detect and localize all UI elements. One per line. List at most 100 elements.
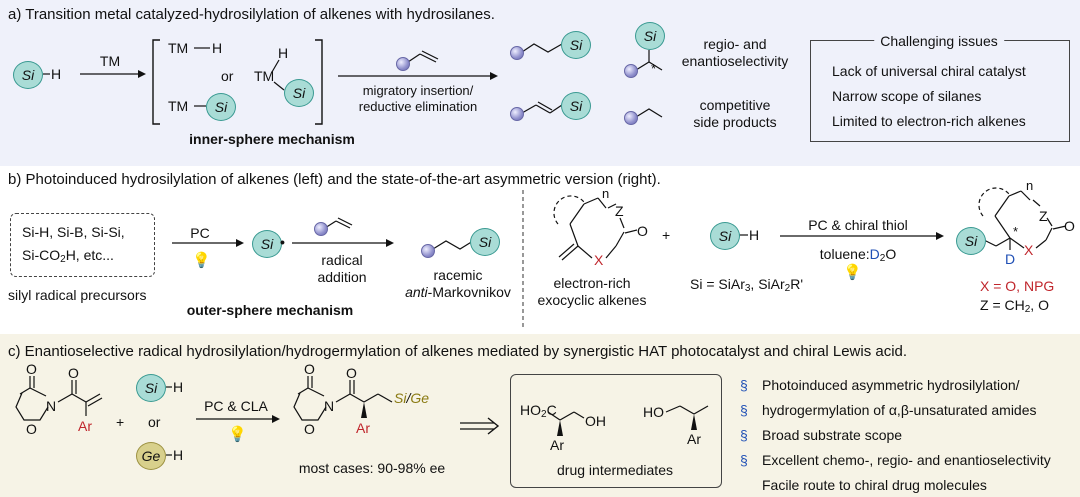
bullet-icon: § bbox=[740, 452, 748, 468]
arrow-condition: PC & CLA bbox=[204, 398, 268, 414]
light-bulb-icon: 💡 bbox=[228, 426, 247, 443]
ee-caption: most cases: 90-98% ee bbox=[298, 460, 446, 476]
aryl-ar: Ar bbox=[687, 431, 701, 447]
substituent-ball bbox=[624, 64, 638, 78]
panel-b: b) Photoinduced hydrosilylation of alken… bbox=[0, 166, 1080, 334]
substituent-ball bbox=[624, 111, 638, 125]
heteroatom-x: X bbox=[594, 252, 604, 268]
bullet-text: Photoinduced asymmetric hydrosilylation/ bbox=[762, 377, 1020, 393]
deuterium-label: D bbox=[1005, 251, 1016, 267]
light-bulb-icon: 💡 bbox=[843, 264, 862, 281]
panel-c-heading: c) Enantioselective radical hydrosilylat… bbox=[8, 343, 908, 360]
tm-label: TM bbox=[254, 68, 275, 84]
arrow-condition-bottom: reductive elimination bbox=[358, 99, 478, 114]
challenging-issues-title: Challenging issues bbox=[874, 33, 1004, 49]
si-badge: Si bbox=[13, 61, 43, 89]
si-badge: Si bbox=[470, 228, 500, 256]
panel-b-heading: b) Photoinduced hydrosilylation of alken… bbox=[8, 171, 661, 188]
si-radical-badge: Si bbox=[252, 230, 282, 258]
aryl-ar: Ar bbox=[550, 437, 564, 453]
side-products-label-2: side products bbox=[693, 114, 777, 130]
si-badge: Si bbox=[710, 222, 740, 250]
panel-c: c) Enantioselective radical hydrosilylat… bbox=[0, 334, 1080, 497]
carbonyl-o: O bbox=[346, 365, 357, 381]
ring-size-n: n bbox=[602, 186, 610, 201]
precursor-line-2: Si-CO2H, etc... bbox=[22, 247, 114, 265]
pc-label: PC bbox=[190, 225, 210, 241]
heteroatom-x: X bbox=[1024, 242, 1034, 258]
alkene-caption-2: exocyclic alkenes bbox=[537, 292, 647, 308]
si-ge-label: Si/Ge bbox=[394, 390, 430, 406]
precursor-line-1: Si-H, Si-B, Si-Si, bbox=[22, 224, 125, 240]
hydride-label: H bbox=[278, 45, 289, 61]
tm-label: TM bbox=[168, 98, 189, 114]
bullet-text: Facile route to chiral drug molecules bbox=[762, 477, 987, 493]
precursor-box bbox=[10, 213, 155, 277]
side-products-label-1: competitive bbox=[699, 97, 771, 113]
ring-o: O bbox=[26, 421, 37, 437]
issue-item: Limited to electron-rich alkenes bbox=[832, 113, 1026, 129]
tm-label: TM bbox=[168, 40, 189, 56]
hydrogen-label: H bbox=[173, 379, 184, 395]
inner-sphere-label: inner-sphere mechanism bbox=[189, 131, 355, 147]
light-bulb-icon: 💡 bbox=[192, 252, 211, 269]
nitrogen-n: N bbox=[46, 398, 57, 414]
nitrogen-n: N bbox=[324, 398, 335, 414]
substituent-ball bbox=[314, 222, 328, 236]
regio-label-2: enantioselectivity bbox=[681, 53, 789, 69]
si-badge: Si bbox=[561, 31, 591, 59]
hydrogen-label: H bbox=[749, 227, 760, 243]
si-badge: Si bbox=[284, 79, 314, 107]
stereocenter-star: * bbox=[1013, 224, 1019, 239]
panel-b-bonds bbox=[172, 187, 1067, 328]
si-badge: Si bbox=[561, 92, 591, 120]
si-badge: Si bbox=[206, 93, 236, 121]
drug-intermediates-box bbox=[510, 374, 722, 488]
aryl-ar: Ar bbox=[356, 420, 370, 436]
arrow-condition-top: migratory insertion/ bbox=[362, 83, 474, 98]
bullet-icon: § bbox=[740, 402, 748, 418]
substituent-ball bbox=[510, 46, 524, 60]
si-badge: Si bbox=[136, 374, 166, 402]
arrow-condition-top: PC & chiral thiol bbox=[808, 217, 908, 233]
drug-intermediates-caption: drug intermediates bbox=[557, 462, 673, 478]
substituent-ball bbox=[510, 107, 524, 121]
bullet-text: Broad substrate scope bbox=[762, 427, 903, 443]
heteroatom-z: Z bbox=[615, 203, 624, 219]
hydroxyl-oh: OH bbox=[585, 413, 606, 429]
panel-a-bonds bbox=[43, 39, 663, 125]
aryl-ar: Ar bbox=[78, 418, 92, 434]
or-label: or bbox=[221, 68, 234, 84]
radical-addition-label-2: addition bbox=[317, 269, 367, 285]
panel-a: a) Transition metal catalyzed-hydrosilyl… bbox=[0, 0, 1080, 166]
carboxylic-acid: HO2C bbox=[520, 402, 557, 420]
issue-item: Narrow scope of silanes bbox=[832, 88, 982, 104]
arrow-condition-bottom: toluene:D2O bbox=[819, 246, 897, 264]
racemic-label: racemic bbox=[433, 267, 483, 283]
panel-c-bonds bbox=[15, 376, 709, 456]
bullet-text: hydrogermylation of α,β-unsaturated amid… bbox=[762, 402, 1037, 418]
hydride-label: H bbox=[212, 40, 223, 56]
silane-definition: Si = SiAr3, SiAr2R' bbox=[690, 276, 804, 294]
or-label: or bbox=[148, 414, 161, 430]
precursor-caption: silyl radical precursors bbox=[8, 287, 147, 303]
bullet-text: Excellent chemo-, regio- and enantiosele… bbox=[762, 452, 1051, 468]
hydrogen-label: H bbox=[51, 66, 62, 82]
anti-markovnikov-label: anti-Markovnikov bbox=[405, 284, 511, 300]
substituent-ball bbox=[421, 244, 435, 258]
tm-arrow-label: TM bbox=[99, 53, 121, 69]
carbonyl-o: O bbox=[1064, 218, 1075, 234]
substituent-ball bbox=[396, 57, 410, 71]
plus-sign: + bbox=[116, 414, 125, 430]
outer-sphere-label: outer-sphere mechanism bbox=[186, 302, 354, 318]
hydrogen-label: H bbox=[173, 447, 184, 463]
z-definition: Z = CH2, O bbox=[980, 297, 1049, 315]
alkene-caption-1: electron-rich bbox=[553, 275, 631, 291]
si-badge: Si bbox=[635, 22, 665, 50]
issue-item: Lack of universal chiral catalyst bbox=[832, 63, 1026, 79]
carbonyl-o: O bbox=[304, 361, 315, 377]
ring-size-n: n bbox=[1026, 178, 1034, 193]
panel-a-heading: a) Transition metal catalyzed-hydrosilyl… bbox=[8, 6, 495, 23]
si-badge: Si bbox=[956, 227, 986, 255]
